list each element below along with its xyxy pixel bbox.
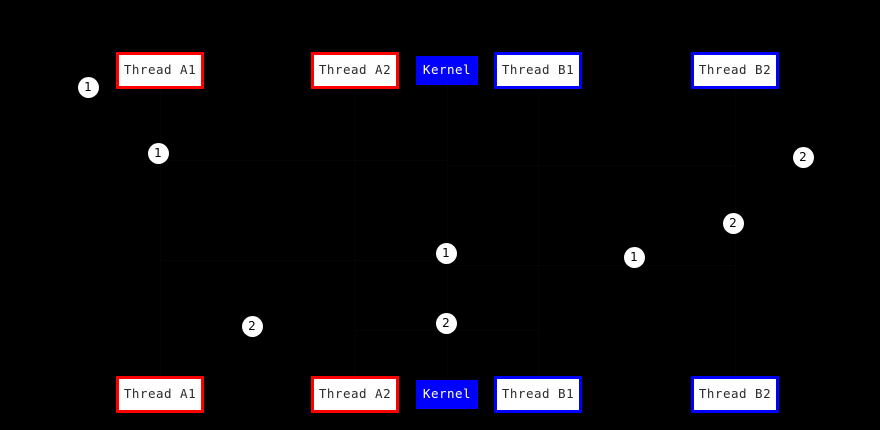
participant-label: Thread A1	[123, 62, 197, 78]
participant-footer-thread-a1[interactable]: Thread A1	[116, 376, 204, 413]
participant-label: Thread A1	[123, 386, 197, 402]
participant-label: Thread A2	[318, 62, 392, 78]
participant-label: Kernel	[422, 386, 472, 402]
order-badge: 1	[77, 76, 99, 98]
order-badge-label: 2	[799, 150, 807, 164]
message-arrow-b2-to-kernel	[447, 265, 735, 266]
order-badge: 2	[722, 212, 744, 234]
lifeline-thread-a2	[355, 89, 356, 376]
participant-label: Thread B2	[698, 386, 772, 402]
message-arrow-a1-to-kernel	[160, 160, 447, 161]
message-arrow-kernel-to-a1	[160, 260, 447, 261]
participant-label: Thread B2	[698, 62, 772, 78]
order-badge-label: 2	[729, 216, 737, 230]
participant-footer-thread-b1[interactable]: Thread B1	[494, 376, 582, 413]
participant-header-thread-a1[interactable]: Thread A1	[116, 52, 204, 89]
order-badge: 1	[435, 242, 457, 264]
lifeline-kernel	[447, 85, 448, 376]
order-badge-label: 1	[84, 80, 92, 94]
participant-header-kernel[interactable]: Kernel	[416, 56, 478, 85]
order-badge: 2	[241, 315, 263, 337]
order-badge-label: 1	[154, 146, 162, 160]
participant-header-thread-b1[interactable]: Thread B1	[494, 52, 582, 89]
order-badge-label: 2	[248, 319, 256, 333]
participant-label: Kernel	[422, 62, 472, 78]
participant-label: Thread B1	[501, 62, 575, 78]
message-arrow-kernel-to-b2	[447, 165, 735, 166]
message-arrow-a2-to-kernel	[355, 330, 447, 331]
order-badge-label: 2	[442, 316, 450, 330]
order-badge: 1	[147, 142, 169, 164]
order-badge-label: 1	[442, 246, 450, 260]
participant-footer-kernel[interactable]: Kernel	[416, 380, 478, 409]
participant-header-thread-a2[interactable]: Thread A2	[311, 52, 399, 89]
order-badge: 2	[435, 312, 457, 334]
participant-label: Thread A2	[318, 386, 392, 402]
lifeline-thread-b1	[538, 89, 539, 376]
participant-label: Thread B1	[501, 386, 575, 402]
participant-header-thread-b2[interactable]: Thread B2	[691, 52, 779, 89]
order-badge-label: 1	[630, 250, 638, 264]
order-badge: 2	[792, 146, 814, 168]
lifeline-thread-a1	[160, 89, 161, 376]
participant-footer-thread-a2[interactable]: Thread A2	[311, 376, 399, 413]
participant-footer-thread-b2[interactable]: Thread B2	[691, 376, 779, 413]
message-arrow-kernel-to-b1	[447, 330, 538, 331]
order-badge: 1	[623, 246, 645, 268]
